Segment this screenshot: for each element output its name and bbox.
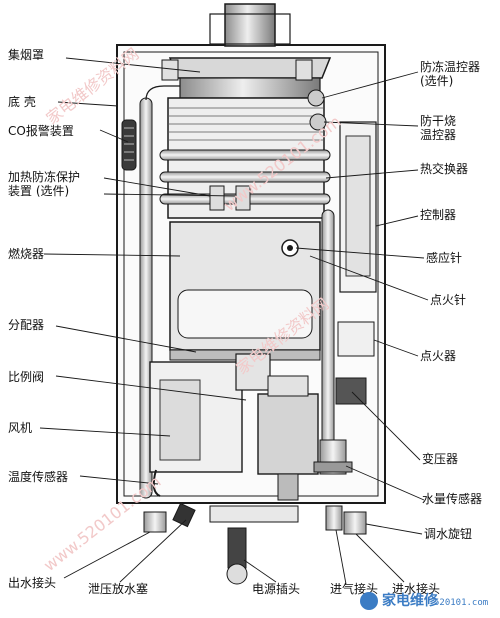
power-plug-body <box>227 527 247 569</box>
co-alarm <box>121 119 137 171</box>
casing-inner <box>123 51 379 497</box>
proportional-valve <box>235 353 271 391</box>
coil-pipe-1 <box>159 149 331 161</box>
controller-board <box>345 135 371 277</box>
gas-inlet-fitting <box>325 505 343 531</box>
label-knob: 调水旋钮 <box>424 527 473 541</box>
coil-pipe-2 <box>159 171 331 183</box>
logo-url: 520101.com <box>434 598 489 608</box>
flue <box>224 3 276 47</box>
logo-mark-icon <box>360 592 378 610</box>
label-heat-exchanger: 热交换器 <box>420 162 469 176</box>
transformer-box <box>335 377 367 405</box>
label-relief-plug: 泄压放水塞 <box>88 582 149 596</box>
label-fan: 风机 <box>8 421 33 435</box>
label-co: CO报警装置 <box>8 124 74 138</box>
water-inlet-fitting <box>343 511 367 535</box>
logo-brand: 家电维修 <box>382 593 438 609</box>
right-pipe <box>321 209 335 461</box>
label-hood: 集烟罩 <box>8 48 45 62</box>
fan-pipe <box>152 469 161 497</box>
label-transformer: 变压器 <box>422 452 459 466</box>
label-igniter: 点火器 <box>420 349 457 363</box>
power-plug-head <box>226 563 248 585</box>
outlet-fitting <box>143 511 167 533</box>
gas-valve <box>257 393 319 475</box>
hood-bracket-right <box>295 59 313 81</box>
heat-protect-clip-1 <box>209 185 225 211</box>
gas-valve-stem <box>277 473 299 501</box>
relief-plug-fitting <box>172 502 196 528</box>
igniter-box <box>337 321 375 357</box>
leader-lines-bottom <box>119 519 405 585</box>
smoke-hood-body <box>179 77 321 99</box>
heat-protect-clip-2 <box>235 185 251 211</box>
dry-burn-thermostat <box>309 113 327 131</box>
label-flow-sensor: 水量传感器 <box>422 492 483 506</box>
hood-bracket-left <box>161 59 179 81</box>
antifreeze-thermostat <box>307 89 325 107</box>
label-outlet: 出水接头 <box>8 576 57 590</box>
left-pipe-bend <box>145 85 180 101</box>
flue-collar <box>209 13 291 45</box>
exchanger-fins <box>168 107 324 141</box>
label-temp-sensor: 温度传感器 <box>8 470 69 484</box>
leader-lines-right <box>295 71 429 535</box>
label-shell: 底 壳 <box>8 95 36 109</box>
label-distributor: 分配器 <box>8 318 45 332</box>
label-sense-needle: 感应针 <box>426 251 463 265</box>
co-alarm-grille <box>124 127 134 161</box>
flow-sensor-cap <box>313 461 353 473</box>
label-controller: 控制器 <box>420 208 457 222</box>
label-dry-burn: 防干烧 温控器 <box>420 114 457 142</box>
site-logo: 家电维修 520101.com <box>356 590 496 612</box>
gas-valve-top <box>267 375 309 397</box>
label-antifreeze-temp: 防冻温控器 (选件) <box>420 60 481 88</box>
burner-window <box>177 289 313 339</box>
bottom-plate <box>209 505 299 523</box>
label-heat-protect: 加热防冻保护 装置 (选件) <box>8 170 81 198</box>
label-ignite-needle: 点火针 <box>430 293 467 307</box>
sense-needle-core <box>287 245 293 251</box>
leader-lines-left <box>39 57 247 579</box>
label-burner: 燃烧器 <box>8 247 45 261</box>
label-water-inlet: 进水接头 <box>392 582 441 596</box>
label-valve: 比例阀 <box>8 370 45 384</box>
label-power-plug: 电源插头 <box>252 582 301 596</box>
